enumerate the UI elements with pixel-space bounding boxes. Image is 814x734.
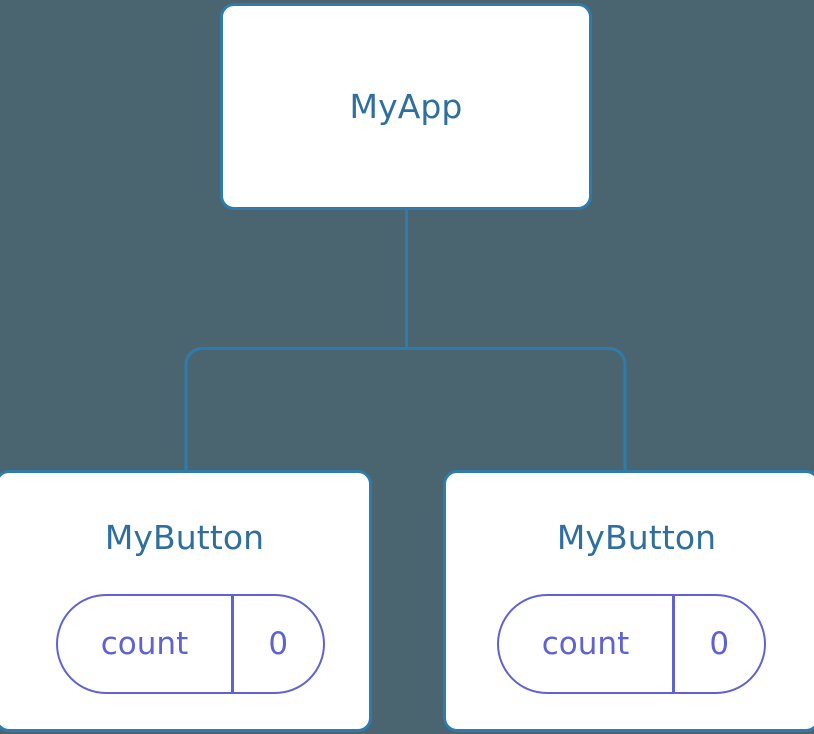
edge-split-to-child-1 (406, 347, 627, 470)
node-title-child-1: MyButton (556, 518, 717, 557)
state-key-child-1: count (541, 625, 630, 662)
state-key-child-0: count (100, 625, 189, 662)
tree-node-child-0[interactable]: MyButton count 0 (0, 470, 372, 732)
state-pill-child-0[interactable]: count 0 (56, 594, 325, 694)
tree-node-child-1[interactable]: MyButton count 0 (443, 470, 814, 732)
tree-node-root[interactable]: MyApp (220, 3, 592, 210)
state-value-child-1: 0 (709, 625, 730, 662)
state-divider-child-1 (672, 596, 675, 692)
state-pill-child-1[interactable]: count 0 (497, 594, 766, 694)
state-divider-child-0 (231, 596, 234, 692)
state-value-child-0: 0 (268, 625, 289, 662)
node-title-child-0: MyButton (104, 518, 265, 557)
edge-split-to-child-0 (184, 347, 407, 470)
node-title-root: MyApp (349, 87, 463, 126)
